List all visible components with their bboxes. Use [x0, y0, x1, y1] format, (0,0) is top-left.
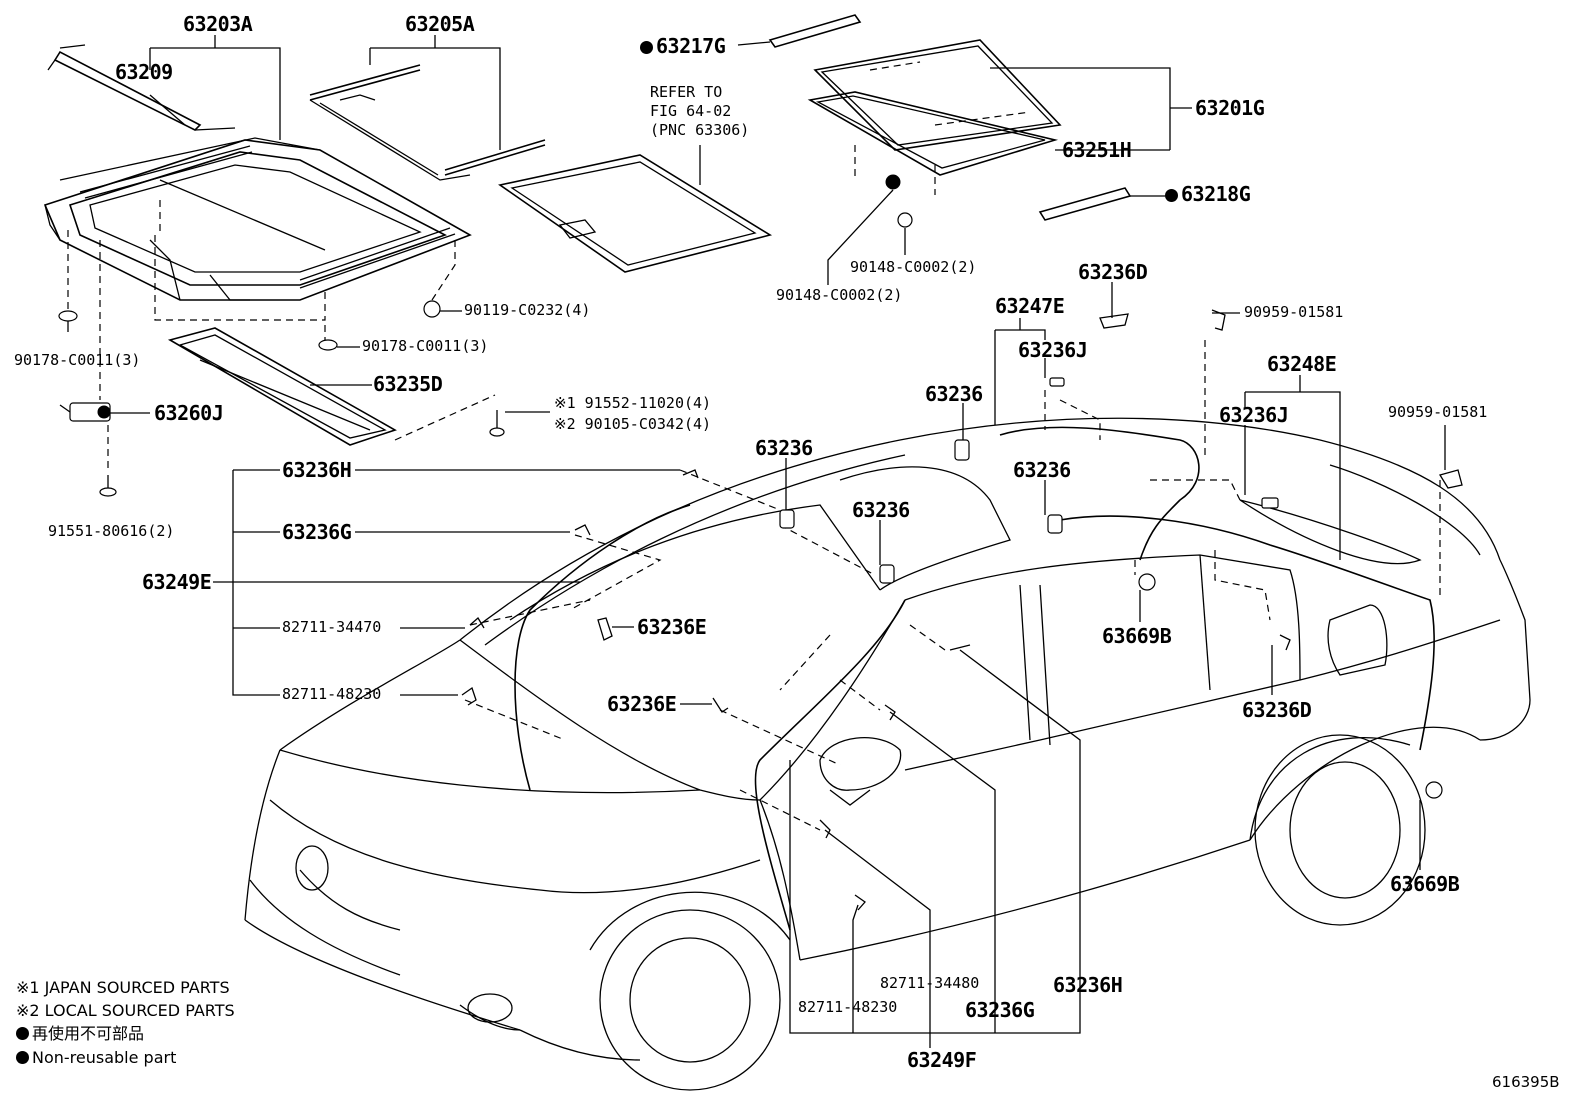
footnote-nonreuse-jp: 再使用不可部品 — [16, 1026, 144, 1042]
label-63236E-b[interactable]: 63236E — [607, 692, 677, 716]
label-63260J[interactable]: 63260J — [154, 401, 224, 425]
label-63236J-a[interactable]: 63236J — [1018, 338, 1088, 362]
label-63249E[interactable]: 63249E — [142, 570, 212, 594]
label-63218G[interactable]: 63218G — [1165, 184, 1251, 204]
footnote-japan: ※1 JAPAN SOURCED PARTS — [16, 978, 230, 997]
exploded-guide-lines — [67, 200, 496, 470]
label-63236G-bottom[interactable]: 63236G — [965, 998, 1035, 1022]
leader-lines — [110, 35, 1446, 1048]
label-82711-48230-left[interactable]: 82711-48230 — [282, 685, 382, 703]
label-63236-d[interactable]: 63236 — [852, 498, 910, 522]
label-63203A[interactable]: 63203A — [183, 12, 253, 36]
refer-line-2: FIG 64-02 — [650, 102, 732, 120]
label-90959-b[interactable]: 90959-01581 — [1388, 403, 1488, 421]
label-90178-a[interactable]: 90178-C0011(3) — [14, 351, 141, 369]
label-63236H-left[interactable]: 63236H — [282, 458, 352, 482]
label-63236-b[interactable]: 63236 — [755, 436, 813, 460]
rear-seal-drawing — [1038, 187, 1132, 221]
footnote-nonreuse-en: Non-reusable part — [16, 1050, 176, 1066]
roof-reinforcement-drawing — [167, 327, 397, 446]
label-82711-34480[interactable]: 82711-34480 — [880, 974, 980, 992]
label-91551[interactable]: 91551-80616(2) — [48, 522, 175, 540]
label-63247E[interactable]: 63247E — [995, 294, 1065, 318]
label-63236J-b[interactable]: 63236J — [1219, 403, 1289, 427]
footnote-local: ※2 LOCAL SOURCED PARTS — [16, 1001, 235, 1020]
sunroof-housing-drawing — [43, 137, 472, 301]
non-reusable-dot-icon — [16, 1051, 29, 1064]
label-63209[interactable]: 63209 — [115, 60, 173, 84]
non-reusable-dot-icon — [640, 41, 653, 54]
label-63217G[interactable]: 63217G — [640, 36, 726, 56]
label-63201G[interactable]: 63201G — [1195, 96, 1265, 120]
deflector-bar-drawing — [47, 44, 236, 131]
label-90178-b[interactable]: 90178-C0011(3) — [362, 337, 489, 355]
label-63251H[interactable]: 63251H — [1062, 138, 1132, 162]
label-63236D-right[interactable]: 63236D — [1242, 698, 1312, 722]
label-82711-48230-bottom[interactable]: 82711-48230 — [798, 998, 898, 1016]
label-63249F[interactable]: 63249F — [907, 1048, 977, 1072]
label-90105[interactable]: ※2 90105-C0342(4) — [554, 415, 712, 433]
label-63236H-bottom[interactable]: 63236H — [1053, 973, 1123, 997]
label-90148-a[interactable]: 90148-C0002(2) — [850, 258, 977, 276]
label-63248E[interactable]: 63248E — [1267, 352, 1337, 376]
non-reusable-dot-icon — [1165, 189, 1178, 202]
sunshade-panel-drawing — [498, 154, 773, 273]
clip-icons — [461, 309, 1463, 911]
front-seal-drawing — [768, 14, 862, 48]
label-63236-a[interactable]: 63236 — [925, 382, 983, 406]
label-90959-a[interactable]: 90959-01581 — [1244, 303, 1344, 321]
refer-line-1: REFER TO — [650, 83, 723, 101]
fastener-icons — [58, 174, 913, 497]
label-63236E-a[interactable]: 63236E — [637, 615, 707, 639]
non-reusable-dot-icon — [16, 1027, 29, 1040]
label-63235D[interactable]: 63235D — [373, 372, 443, 396]
sunroof-glass-drawing — [807, 39, 1062, 195]
car-body-drawing — [244, 340, 1531, 1091]
label-63236-c[interactable]: 63236 — [1013, 458, 1071, 482]
label-63205A[interactable]: 63205A — [405, 12, 475, 36]
label-90119[interactable]: 90119-C0232(4) — [464, 301, 591, 319]
figure-id: 616395B — [1492, 1073, 1560, 1091]
label-63236D-top[interactable]: 63236D — [1078, 260, 1148, 284]
label-82711-34470[interactable]: 82711-34470 — [282, 618, 382, 636]
refer-line-3[interactable]: (PNC 63306) — [650, 121, 750, 139]
label-63669B-a[interactable]: 63669B — [1102, 624, 1172, 648]
label-90148-b[interactable]: 90148-C0002(2) — [776, 286, 903, 304]
label-91552[interactable]: ※1 91552-11020(4) — [554, 394, 712, 412]
drip-channel-drawing — [309, 64, 546, 181]
label-63669B-b[interactable]: 63669B — [1390, 872, 1460, 896]
label-63236G-left[interactable]: 63236G — [282, 520, 352, 544]
